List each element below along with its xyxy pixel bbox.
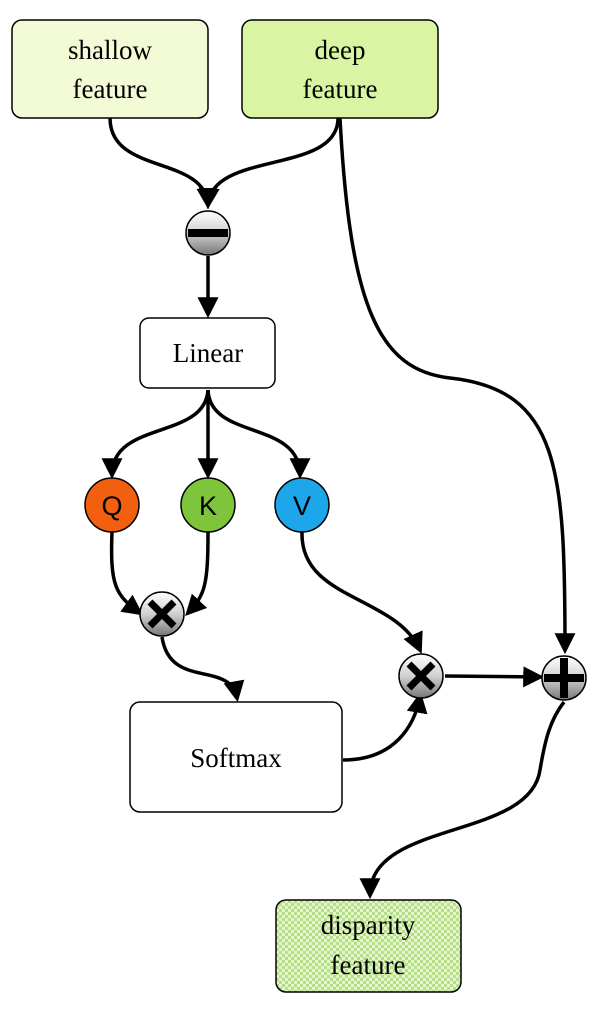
connectors: [101, 117, 576, 900]
edge-multiply2-to-add: [444, 666, 545, 688]
shallow-feature-label-line1: shallow: [68, 35, 152, 65]
deep-feature-rect: [241, 19, 439, 119]
add-bar-vertical: [560, 658, 568, 698]
edge-k-to-multiply: [185, 531, 210, 617]
disparity-feature-rect: [275, 899, 462, 993]
edge-v-to-multiply2: [300, 531, 423, 654]
disparity-feature-box: disparity feature: [275, 899, 462, 993]
k-node: K: [180, 477, 236, 533]
deep-feature-label-line2: feature: [303, 74, 378, 104]
shallow-feature-rect: [11, 19, 209, 119]
subtract-bar: [188, 229, 228, 237]
multiply-operator-v: [398, 653, 444, 699]
deep-feature-label-line1: deep: [315, 35, 366, 65]
multiply-cross: [147, 599, 177, 629]
q-node: Q: [84, 477, 140, 533]
add-operator: [541, 655, 587, 701]
edge-add-to-disparity: [359, 700, 566, 900]
edge-deep-to-subtract: [198, 117, 340, 210]
multiply-operator-qk: [139, 591, 185, 637]
k-label: K: [199, 491, 217, 521]
edge-deep-to-add: [338, 117, 576, 655]
linear-box: Linear: [139, 317, 276, 389]
edge-q-to-multiply: [109, 531, 144, 616]
softmax-box: Softmax: [129, 701, 343, 813]
edge-linear-to-q: [101, 389, 210, 480]
disparity-feature-label-line1: disparity: [321, 910, 416, 940]
linear-rect: [139, 317, 276, 389]
multiply-cross: [406, 661, 436, 691]
edge-softmax-to-multiply2: [342, 691, 428, 762]
k-circle: [180, 477, 236, 533]
edge-multiply-to-softmax: [160, 636, 245, 703]
q-label: Q: [101, 491, 122, 521]
v-node: V: [274, 477, 330, 533]
softmax-label: Softmax: [190, 743, 282, 773]
v-circle: [274, 477, 330, 533]
q-circle: [84, 477, 140, 533]
disparity-feature-label-line2: feature: [331, 950, 406, 980]
softmax-rect: [129, 701, 343, 813]
subtract-operator: [185, 210, 231, 256]
linear-label: Linear: [173, 338, 243, 368]
shallow-feature-box: shallow feature: [11, 19, 209, 119]
shallow-feature-label-line2: feature: [73, 74, 148, 104]
edge-linear-to-v: [206, 389, 311, 480]
v-label: V: [293, 491, 311, 521]
edge-shallow-to-subtract: [108, 117, 218, 210]
deep-feature-box: deep feature: [241, 19, 439, 119]
